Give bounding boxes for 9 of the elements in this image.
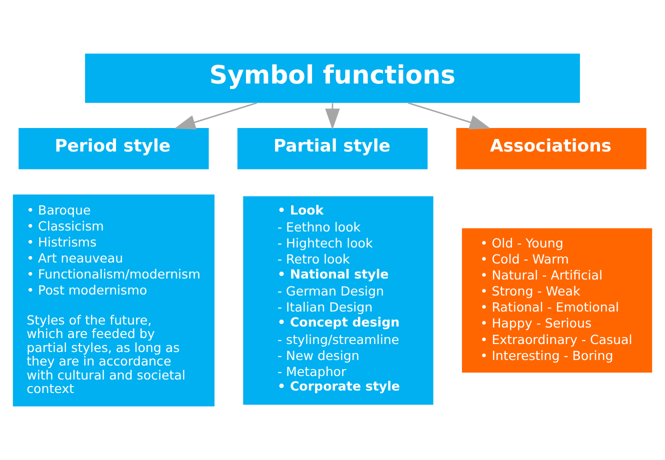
node-box: • Baroque • Classicism • Histrisms • Art neauveau • Functionalism/modernism • Post modernismo Styles of the future, which are feeded by partial styles, as long as they are in accordance with cultural and societal context — [12, 194, 214, 406]
node-box: Associations — [456, 128, 646, 170]
node-box: • Old - Young • Cold - Warm • Natural - Artificial • Strong - Weak • Rational - Emotional • Happy - Serious • Extraordinary - Casual • Interesting - Boring — [462, 228, 652, 373]
arrow — [174, 102, 258, 130]
node-box: Period style — [18, 128, 209, 170]
node-box: Partial style — [237, 128, 428, 170]
arrow — [408, 102, 491, 130]
node-box: Symbol functions — [85, 54, 580, 103]
node-box: • Look - Eethno look - Hightech look - Retro look • National style - German Design - Italian Design • Concept design - styling/streamline - New design - Metaphor • Corporate style — [243, 196, 434, 405]
